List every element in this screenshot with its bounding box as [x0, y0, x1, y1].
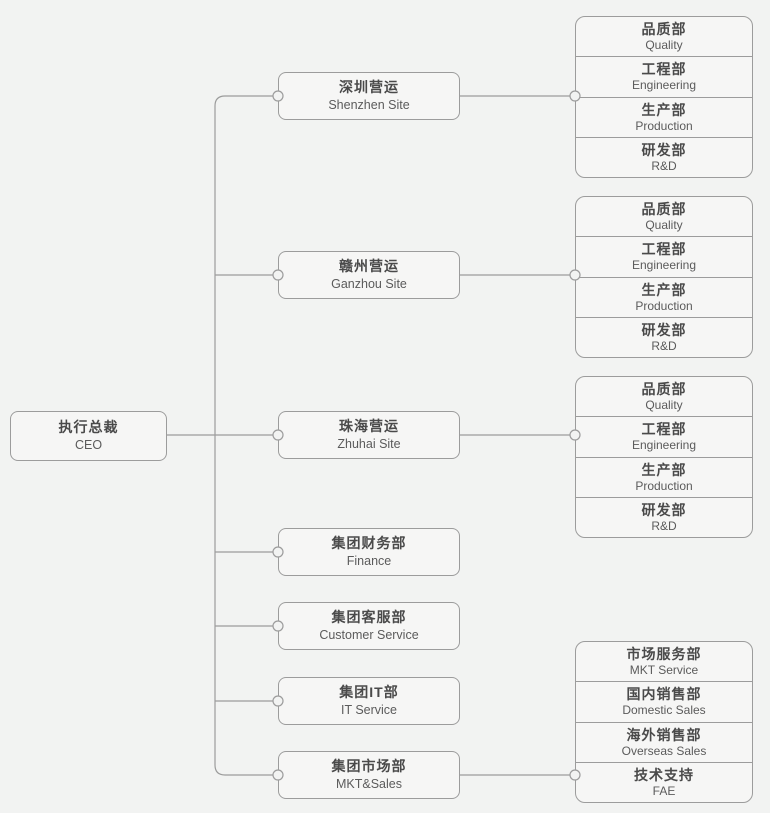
node-title: 深圳营运: [339, 79, 399, 95]
dept-title: 海外销售部: [626, 726, 702, 743]
dept-title: 品质部: [641, 201, 687, 218]
dept-title: 生产部: [641, 281, 687, 298]
org-node-it-service[interactable]: 集团IT部 IT Service: [278, 677, 460, 725]
dept-title: 工程部: [641, 241, 687, 258]
dept-subtitle: R&D: [651, 158, 677, 173]
dept-title: 生产部: [641, 101, 687, 118]
node-subtitle: Finance: [346, 554, 392, 568]
dept-title: 生产部: [641, 461, 687, 478]
dept-title: 研发部: [641, 321, 687, 338]
dept-subtitle: R&D: [651, 338, 677, 353]
node-subtitle: CEO: [74, 438, 103, 452]
org-node-ceo[interactable]: 执行总裁 CEO: [10, 411, 167, 461]
dept-row-quality[interactable]: 品质部 Quality: [576, 377, 752, 416]
dept-group-shenzhen: 品质部 Quality 工程部 Engineering 生产部 Producti…: [575, 16, 753, 178]
dept-group-zhuhai: 品质部 Quality 工程部 Engineering 生产部 Producti…: [575, 376, 753, 538]
org-node-shenzhen-site[interactable]: 深圳营运 Shenzhen Site: [278, 72, 460, 120]
dept-subtitle: Engineering: [631, 78, 697, 93]
dept-subtitle: Engineering: [631, 258, 697, 273]
dept-group-mkt: 市场服务部 MKT Service 国内销售部 Domestic Sales 海…: [575, 641, 753, 803]
dept-title: 国内销售部: [626, 686, 702, 703]
dept-subtitle: Overseas Sales: [621, 743, 707, 758]
node-subtitle: Zhuhai Site: [337, 437, 401, 451]
dept-subtitle: Engineering: [631, 438, 697, 453]
dept-title: 工程部: [641, 61, 687, 78]
dept-subtitle: Quality: [645, 398, 683, 413]
node-title: 集团客服部: [331, 609, 407, 625]
dept-row-engineering[interactable]: 工程部 Engineering: [576, 236, 752, 276]
dept-row-rd[interactable]: 研发部 R&D: [576, 316, 752, 357]
dept-group-ganzhou: 品质部 Quality 工程部 Engineering 生产部 Producti…: [575, 196, 753, 358]
node-subtitle: MKT&Sales: [336, 777, 402, 791]
dept-row-rd[interactable]: 研发部 R&D: [576, 136, 752, 177]
dept-row-production[interactable]: 生产部 Production: [576, 276, 752, 317]
dept-subtitle: FAE: [652, 783, 676, 798]
dept-subtitle: Quality: [645, 218, 683, 233]
dept-title: 技术支持: [634, 766, 694, 783]
dept-subtitle: MKT Service: [629, 663, 699, 678]
dept-title: 工程部: [641, 421, 687, 438]
dept-row-production[interactable]: 生产部 Production: [576, 96, 752, 137]
node-title: 珠海营运: [339, 418, 399, 434]
dept-subtitle: Quality: [645, 38, 683, 53]
dept-title: 市场服务部: [626, 646, 702, 663]
dept-subtitle: Production: [635, 478, 693, 493]
node-subtitle: Customer Service: [319, 628, 419, 642]
dept-subtitle: Domestic Sales: [622, 703, 706, 718]
dept-row-engineering[interactable]: 工程部 Engineering: [576, 416, 752, 456]
node-title: 集团市场部: [331, 758, 407, 774]
node-subtitle: Ganzhou Site: [331, 277, 407, 291]
node-title: 赣州营运: [339, 258, 399, 274]
dept-title: 研发部: [641, 141, 687, 158]
dept-row-overseas-sales[interactable]: 海外销售部 Overseas Sales: [576, 721, 752, 762]
dept-title: 研发部: [641, 501, 687, 518]
node-title: 集团IT部: [339, 684, 399, 700]
org-node-zhuhai-site[interactable]: 珠海营运 Zhuhai Site: [278, 411, 460, 459]
node-subtitle: IT Service: [340, 703, 398, 717]
dept-title: 品质部: [641, 21, 687, 38]
node-title: 集团财务部: [331, 535, 407, 551]
org-node-ganzhou-site[interactable]: 赣州营运 Ganzhou Site: [278, 251, 460, 299]
dept-row-quality[interactable]: 品质部 Quality: [576, 17, 752, 56]
dept-row-fae[interactable]: 技术支持 FAE: [576, 761, 752, 802]
dept-row-domestic-sales[interactable]: 国内销售部 Domestic Sales: [576, 681, 752, 721]
org-node-finance[interactable]: 集团财务部 Finance: [278, 528, 460, 576]
dept-title: 品质部: [641, 381, 687, 398]
dept-row-production[interactable]: 生产部 Production: [576, 456, 752, 497]
dept-row-mkt-service[interactable]: 市场服务部 MKT Service: [576, 642, 752, 681]
dept-row-rd[interactable]: 研发部 R&D: [576, 496, 752, 537]
node-title: 执行总裁: [58, 419, 119, 435]
dept-subtitle: Production: [635, 118, 693, 133]
dept-subtitle: Production: [635, 298, 693, 313]
dept-row-engineering[interactable]: 工程部 Engineering: [576, 56, 752, 96]
org-node-mkt-sales[interactable]: 集团市场部 MKT&Sales: [278, 751, 460, 799]
org-node-customer-service[interactable]: 集团客服部 Customer Service: [278, 602, 460, 650]
dept-row-quality[interactable]: 品质部 Quality: [576, 197, 752, 236]
node-subtitle: Shenzhen Site: [328, 98, 410, 112]
dept-subtitle: R&D: [651, 518, 677, 533]
